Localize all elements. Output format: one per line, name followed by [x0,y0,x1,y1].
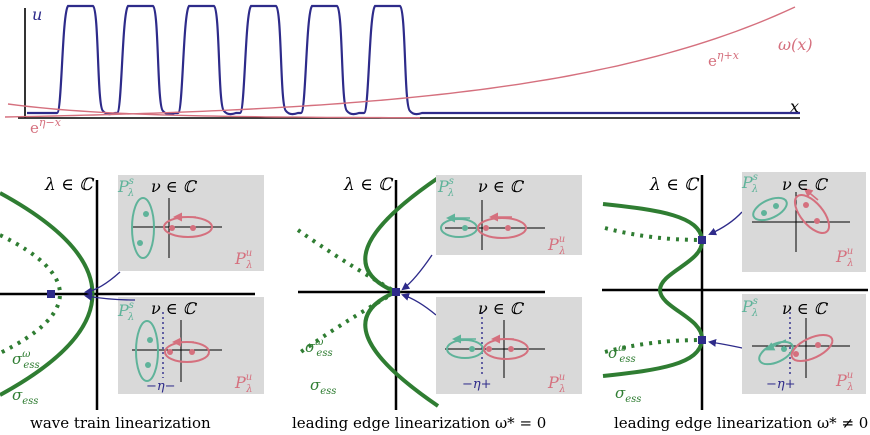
nu-label: ν ∈ ℂ [782,175,829,194]
eta-label: −η− [146,379,176,394]
nu-label: ν ∈ ℂ [478,299,525,318]
nu-label: ν ∈ ℂ [478,177,525,196]
weight-curve-exp-right [4,6,796,118]
inset-background [118,175,264,271]
sigma-ess-curve [602,202,704,378]
stable-dot [761,210,767,216]
pointer-arrow-top [708,211,743,236]
stable-dot [469,346,475,352]
nu-label: ν ∈ ℂ [151,177,198,196]
caption: leading edge linearization ω* = 0 [292,414,546,432]
sigma-ess-label: σess [12,386,38,407]
unstable-dot [483,225,489,231]
eigenvalue-marker [698,236,706,244]
stable-dot [781,346,787,352]
inset-background [436,175,582,255]
unstable-dot [803,202,809,208]
eigenvalue-marker [698,336,706,344]
unstable-ellipse [477,217,527,239]
weight-label: ω(x) [778,35,813,54]
stable-dot [147,337,153,343]
sigma-ess-omega-curve [0,233,62,355]
nu-label: ν ∈ ℂ [151,299,198,318]
top-plot: u x ω(x) eη+x eη−x [4,4,813,137]
sigma-ess-omega-curve [604,338,703,354]
stable-ellipse [135,320,159,382]
unstable-dot [486,346,492,352]
stable-ellipse [131,197,155,259]
right-exp-label: eη+x [708,49,740,70]
inset-background [742,294,866,394]
unstable-dot [505,225,511,231]
caption: leading edge linearization ω* ≠ 0 [614,414,868,432]
eta-label: −η+ [462,377,492,392]
unstable-dot [167,349,173,355]
sigma-ess-label: σess [310,376,336,397]
stable-dot [462,225,468,231]
unstable-dot [189,349,195,355]
lambda-label: λ ∈ ℂ [44,175,95,195]
lambda-label: λ ∈ ℂ [343,175,394,195]
caption: wave train linearization [30,414,211,432]
stable-dot [143,211,149,217]
weight-curve-exp-left [7,103,420,119]
unstable-dot [169,225,175,231]
stable-dot [145,362,151,368]
sigma-ess-omega-curve [296,228,401,356]
unstable-dot [793,351,799,357]
eigenvalue-marker [392,288,400,296]
nu-label: ν ∈ ℂ [782,299,829,318]
unstable-ellipse [790,334,834,362]
pointer-arrow-top [84,271,121,296]
pointer-arrow-top [401,254,433,291]
sigma-ess-label: σess [615,384,641,405]
sigma-ess-omega-curve [604,226,703,242]
lambda-label: λ ∈ ℂ [649,175,700,195]
eta-label: −η+ [766,377,796,392]
unstable-dot [815,342,821,348]
pointer-arrow-bottom [84,293,136,301]
unstable-ellipse [793,194,831,234]
stable-dot [773,203,779,209]
unstable-dot [814,218,820,224]
eigenvalue-marker [47,290,55,298]
stable-ellipse [752,196,788,222]
inset-background [436,297,582,394]
stable-arrow [765,339,787,351]
unstable-dot [508,346,514,352]
left-exp-label: eη−x [30,116,62,137]
unstable-arrow [803,188,819,201]
top-x-label: x [790,97,799,116]
stable-dot [137,240,143,246]
pointer-arrow-bottom [401,293,437,316]
top-y-label: u [32,5,42,24]
unstable-dot [190,225,196,231]
